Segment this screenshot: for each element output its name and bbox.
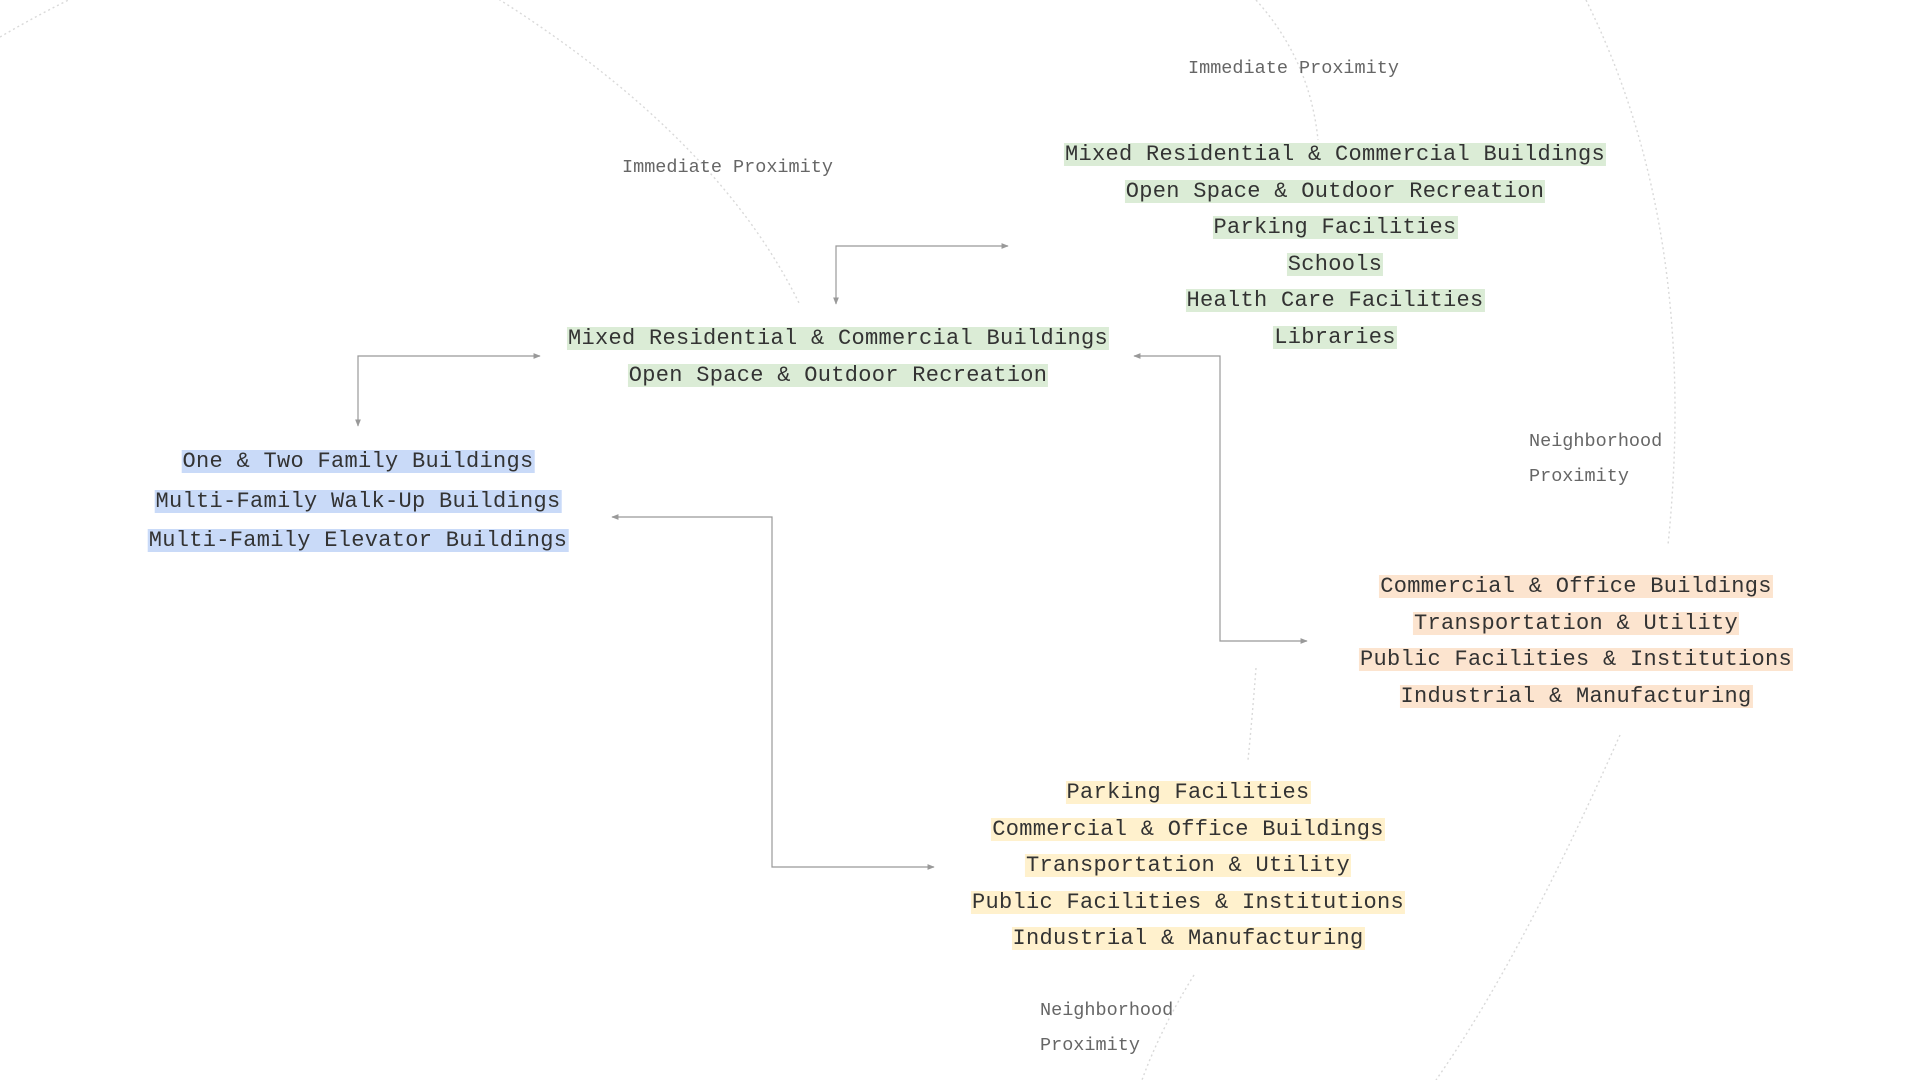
land-use-item: Transportation & Utility [1412,610,1740,636]
proximity-label-line: Proximity [1529,466,1629,487]
land-use-item: Public Facilities & Institutions [970,889,1406,915]
land-use-item: Schools [1286,251,1384,277]
land-use-item: Multi-Family Walk-Up Buildings [154,488,562,514]
land-use-item: Open Space & Outdoor Recreation [627,362,1049,388]
immediate-proximity-label-top: Immediate Proximity [1188,58,1399,79]
land-use-item: Industrial & Manufacturing [1399,683,1753,709]
land-use-item: Commercial & Office Buildings [1379,574,1773,599]
land-use-item: Open Space & Outdoor Recreation [1124,178,1546,204]
land-use-item: Parking Facilities [1065,780,1311,805]
land-use-item: One & Two Family Buildings [181,449,535,474]
immediate-proximity-label-center: Immediate Proximity [622,157,833,178]
land-use-item: Multi-Family Elevator Buildings [147,528,569,553]
land-use-item: Mixed Residential & Commercial Buildings [566,326,1110,351]
neighborhood-proximity-label-right: Neighborhood Proximity [1529,424,1662,494]
connector-center-to-top-right [833,243,1009,305]
land-use-item: Parking Facilities [1212,215,1458,240]
neighborhood-proximity-label-bottom: Neighborhood Proximity [1040,993,1173,1063]
immediate-ring-arc-bottom [1247,667,1257,761]
land-use-item: Industrial & Manufacturing [1011,926,1365,951]
proximity-label-line: Proximity [1040,1035,1140,1056]
top-right-land-use-group: Mixed Residential & Commercial Buildings… [1063,142,1607,350]
center-land-use-group: Mixed Residential & Commercial Buildings… [566,326,1110,388]
land-use-item: Commercial & Office Buildings [991,816,1385,842]
land-use-item: Libraries [1273,324,1397,350]
connector-left-to-bottom [611,514,935,870]
land-use-item: Mixed Residential & Commercial Buildings [1063,142,1607,167]
neighborhood-ring-arc-bottom [1141,974,1195,1080]
land-use-item: Public Facilities & Institutions [1358,647,1794,672]
connector-left-to-center [355,353,541,427]
neighborhood-ring-arc-lower-right [1435,734,1621,1080]
neighborhood-label-line: Neighborhood [1040,1000,1174,1021]
connector-center-to-right [1133,353,1308,644]
neighborhood-ring-arc-right [1585,0,1676,546]
land-use-item: Transportation & Utility [1024,853,1352,878]
neighborhood-label-line: Neighborhood [1529,431,1663,452]
land-use-item: Health Care Facilities [1185,288,1485,313]
